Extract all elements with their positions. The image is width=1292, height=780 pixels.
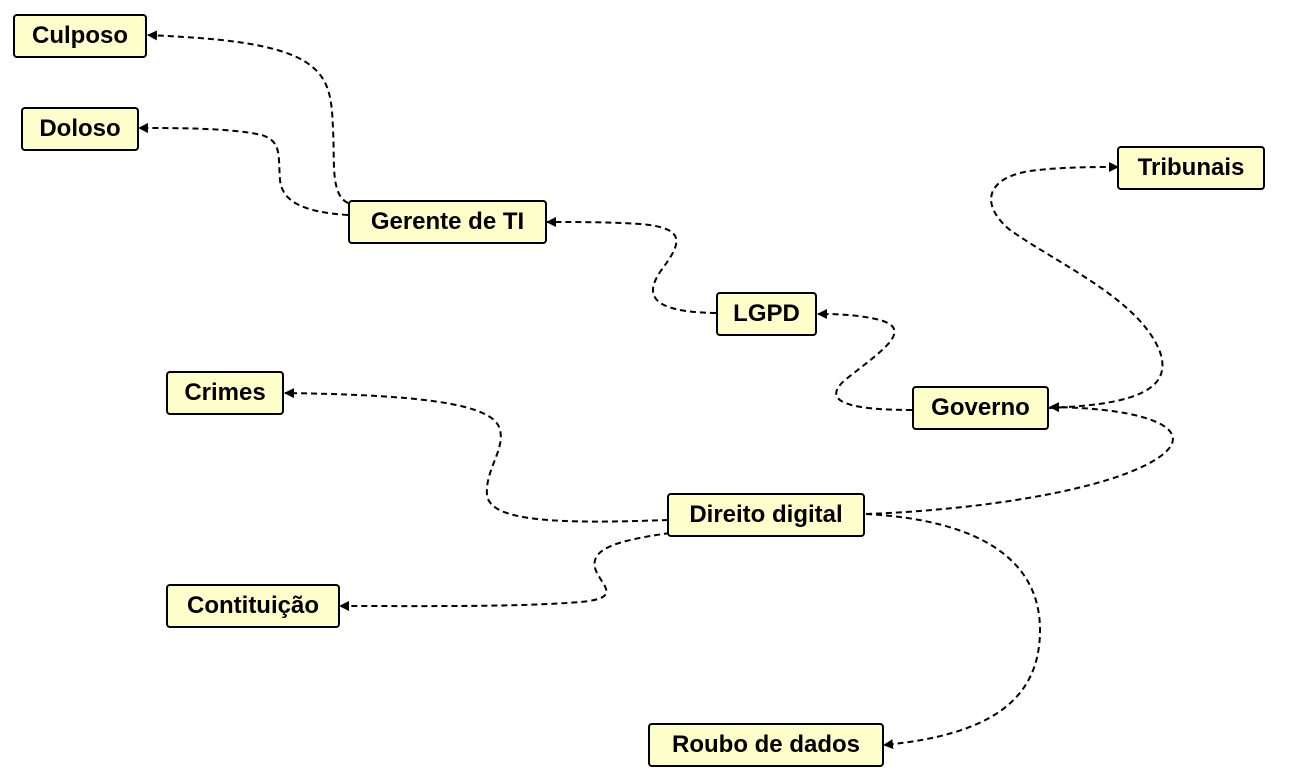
node-tribunais[interactable]: Tribunais xyxy=(1117,146,1265,190)
edge-gerente-to-doloso xyxy=(138,123,349,216)
edge-gerente-to-culposo xyxy=(147,30,349,204)
node-governo[interactable]: Governo xyxy=(912,386,1049,430)
edge-direito-to-roubo xyxy=(865,513,1042,750)
node-culposo[interactable]: Culposo xyxy=(13,14,147,58)
node-direito-digital[interactable]: Direito digital xyxy=(667,493,865,537)
node-roubo-de-dados[interactable]: Roubo de dados xyxy=(648,723,884,767)
edge-direito-to-crimes xyxy=(284,388,669,523)
edge-direito-to-governo xyxy=(865,402,1174,515)
node-crimes[interactable]: Crimes xyxy=(166,371,284,415)
node-lgpd[interactable]: LGPD xyxy=(716,292,817,336)
edge-governo-to-lgpd xyxy=(817,309,913,411)
node-doloso[interactable]: Doloso xyxy=(21,107,139,151)
node-contituicao[interactable]: Contituição xyxy=(166,584,340,628)
node-gerente-de-ti[interactable]: Gerente de TI xyxy=(348,200,547,244)
edge-governo-to-tribunais xyxy=(990,162,1164,409)
edge-direito-to-contituicao xyxy=(339,532,671,612)
edge-lgpd-to-gerente xyxy=(546,217,717,314)
